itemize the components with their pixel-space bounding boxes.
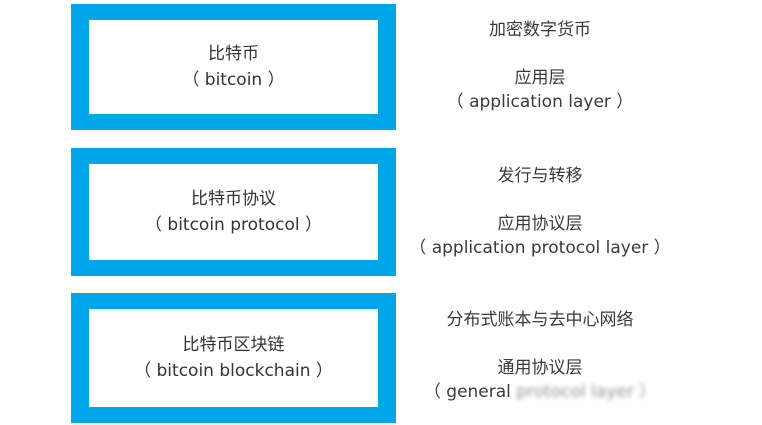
box-title: 比特币区块链: [182, 335, 285, 355]
bitcoin-blockchain-layer-box-inner: 比特币区块链 （ bitcoin blockchain ）: [89, 309, 378, 407]
layer-name-en-obscured: protocol layer ）: [516, 382, 657, 402]
desc-title: 加密数字货币: [489, 20, 591, 40]
desc-title: 分布式账本与去中心网络: [446, 310, 634, 330]
layer-name-cn: 应用协议层: [497, 214, 583, 234]
desc-title: 发行与转移: [497, 166, 583, 186]
box-subtitle: （ bitcoin protocol ）: [145, 215, 322, 235]
application-protocol-layer-description: 发行与转移 应用协议层 （ application protocol layer…: [400, 164, 680, 260]
layer-name-en: （ application layer ）: [446, 92, 634, 112]
application-layer-description: 加密数字货币 应用层 （ application layer ）: [400, 18, 680, 114]
box-title: 比特币协议: [191, 189, 276, 209]
bitcoin-blockchain-layer-box: 比特币区块链 （ bitcoin blockchain ）: [71, 293, 396, 423]
layer-name-en-visible: （ general: [423, 382, 511, 402]
bitcoin-protocol-layer-box-inner: 比特币协议 （ bitcoin protocol ）: [89, 164, 378, 260]
bitcoin-layer-box-inner: 比特币 （ bitcoin ）: [89, 20, 378, 114]
general-protocol-layer-description: 分布式账本与去中心网络 通用协议层 （ general protocol lay…: [400, 308, 680, 404]
layer-name-en: （ general protocol layer ）: [400, 380, 680, 404]
layer-name-cn: 应用层: [514, 68, 566, 88]
box-subtitle: （ bitcoin blockchain ）: [134, 361, 333, 381]
bitcoin-protocol-layer-box: 比特币协议 （ bitcoin protocol ）: [71, 148, 396, 276]
box-title: 比特币: [208, 44, 259, 64]
box-subtitle: （ bitcoin ）: [182, 70, 285, 90]
bitcoin-layer-box: 比特币 （ bitcoin ）: [71, 4, 396, 130]
layer-name-cn: 通用协议层: [497, 358, 583, 378]
layer-name-en: （ application protocol layer ）: [409, 238, 671, 258]
